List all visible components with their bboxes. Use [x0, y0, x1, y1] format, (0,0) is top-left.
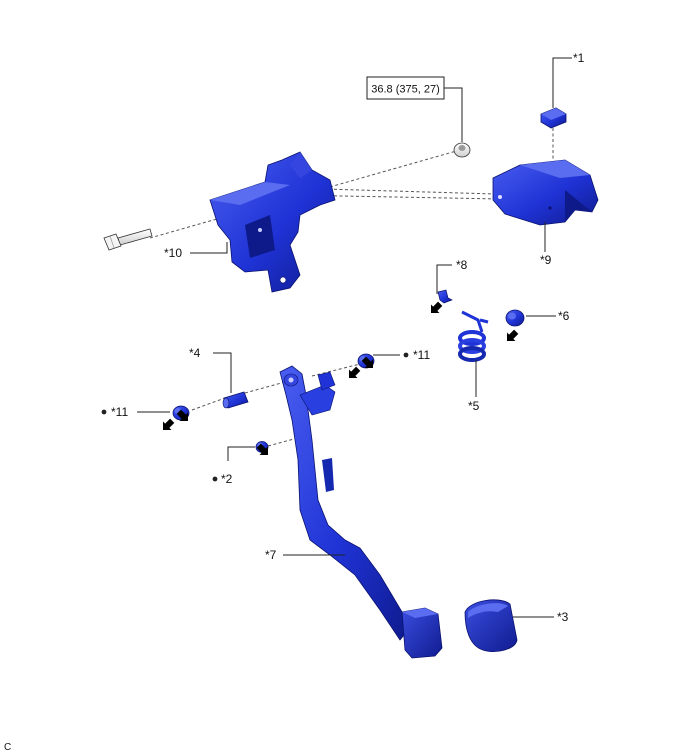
torque-spec-box: 36.8 (375, 27) — [366, 76, 445, 100]
long-bolt-part — [103, 228, 153, 251]
callout-11-right: *11 — [413, 348, 430, 362]
bushing-part-6 — [505, 309, 525, 327]
callout-11-left: *11 — [111, 405, 128, 419]
pedal-pad-part-3 — [464, 599, 518, 652]
pin-part-4 — [222, 391, 249, 409]
arrow-icon — [163, 418, 175, 430]
callout-4: *4 — [189, 346, 201, 360]
arrow-icon — [431, 301, 443, 313]
pedal-support-part-10 — [209, 151, 336, 293]
callout-10: *10 — [164, 246, 182, 260]
callout-9: *9 — [540, 253, 552, 267]
nut-part — [453, 142, 471, 158]
corner-code: C — [4, 742, 11, 753]
callout-7: *7 — [265, 548, 277, 562]
arrow-icon — [256, 443, 268, 455]
pedal-arm-part-7 — [279, 365, 443, 659]
alignment-lines — [149, 128, 554, 447]
arrow-icon — [507, 329, 519, 341]
clip-part-1 — [540, 107, 567, 129]
leader-lines — [137, 57, 572, 618]
bracket-cover-part-9 — [492, 159, 599, 226]
callout-labels: *1 *10 *9 *8 *6 *4 *11 *5 *11 *2 *7 *3 C — [4, 51, 585, 753]
arrow-icon — [361, 356, 373, 368]
arrow-icon — [349, 366, 361, 378]
arrows — [163, 301, 519, 455]
clip-part-8 — [437, 289, 453, 304]
return-spring-part-5 — [458, 310, 489, 362]
callout-5: *5 — [468, 399, 480, 413]
arrow-icon — [176, 409, 188, 421]
callout-6: *6 — [558, 309, 570, 323]
callout-3: *3 — [557, 610, 569, 624]
callout-8: *8 — [456, 258, 468, 272]
callout-2: *2 — [221, 472, 233, 486]
bullet-dots — [101, 352, 409, 482]
torque-spec-text: 36.8 (375, 27) — [371, 84, 440, 96]
callout-1: *1 — [573, 51, 585, 65]
